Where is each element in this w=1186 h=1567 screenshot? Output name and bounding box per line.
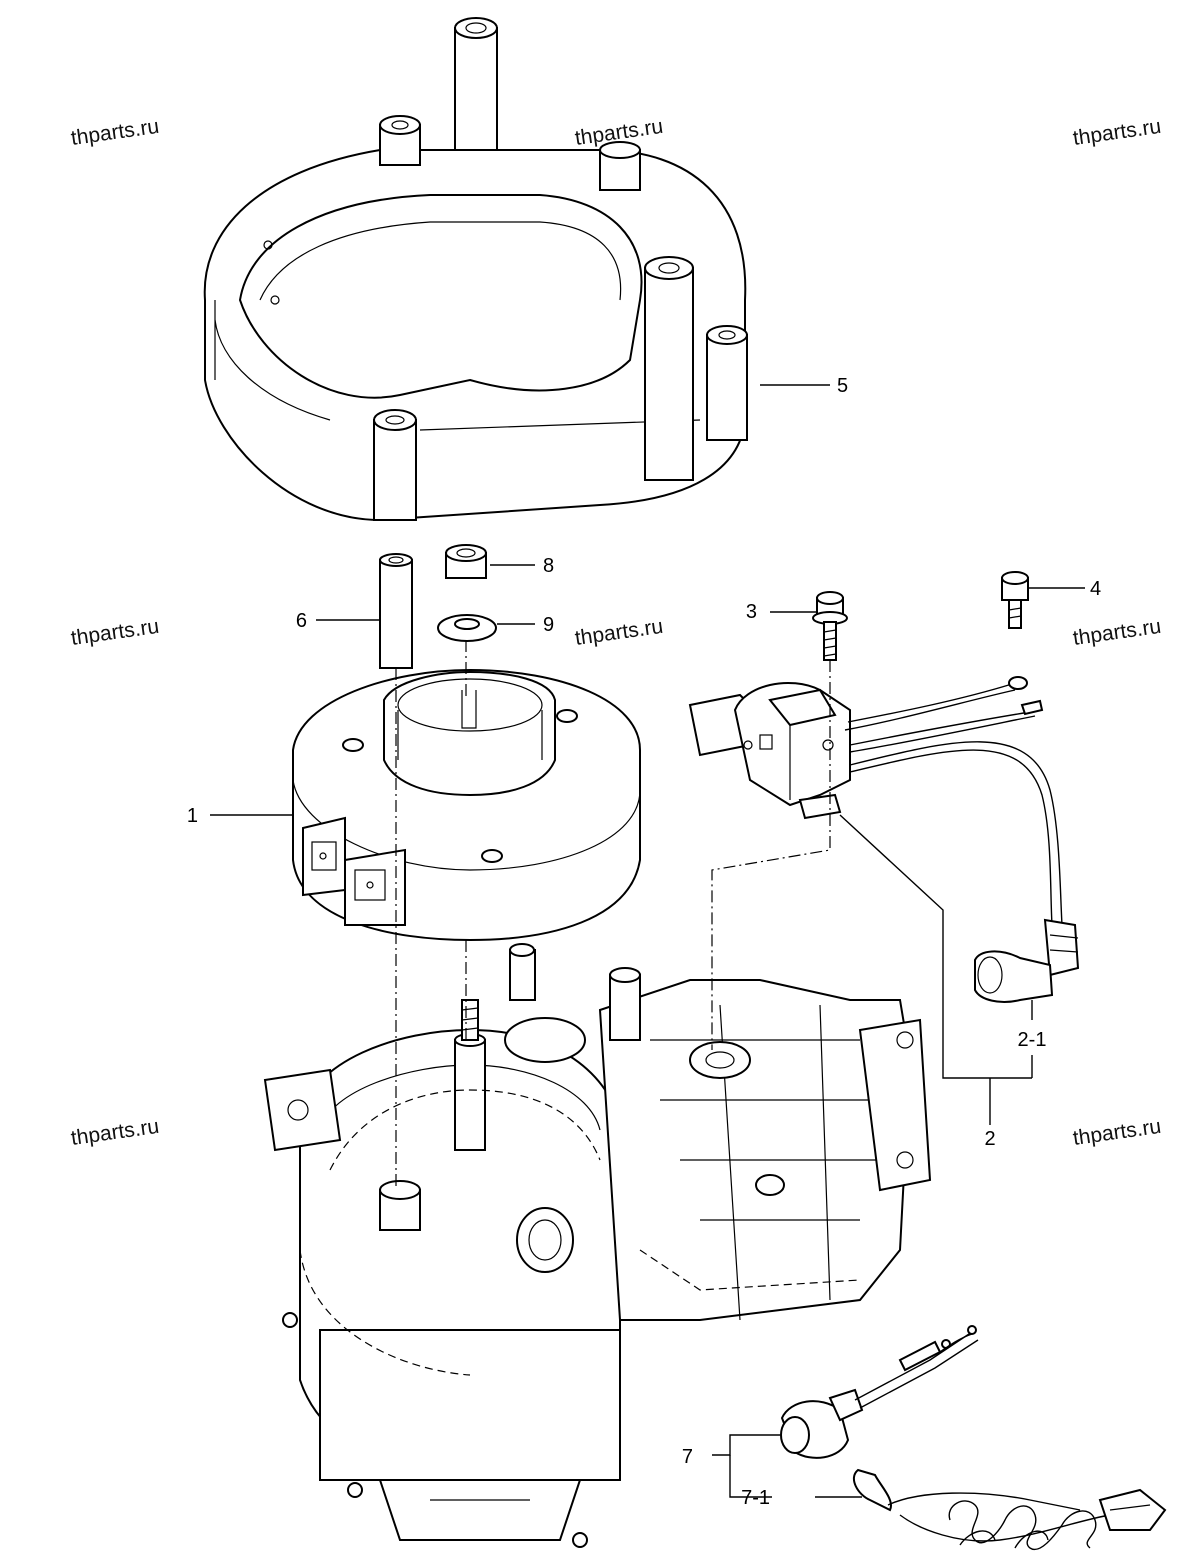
watermark: thparts.ru: [1071, 1115, 1162, 1150]
callout-3: 3: [746, 601, 757, 623]
engine-block: [263, 943, 932, 1548]
callout-4: 4: [1090, 578, 1101, 600]
part-8-nut: [445, 544, 487, 579]
callout-labels: 1 2 2-1 3 4 5 6 7 7-1 8 9: [187, 375, 1101, 1509]
watermark: thparts.ru: [69, 615, 160, 650]
watermark: thparts.ru: [69, 1115, 160, 1150]
part-1-stator: [292, 668, 641, 942]
watermark: thparts.ru: [69, 115, 160, 150]
callout-9: 9: [543, 614, 554, 636]
watermark: thparts.ru: [1071, 115, 1162, 150]
part-7-1-lanyard: [852, 1468, 1167, 1551]
watermark: thparts.ru: [573, 615, 664, 650]
callout-5: 5: [837, 375, 848, 397]
callout-2-1: 2-1: [1018, 1029, 1047, 1051]
part-9-washer: [437, 614, 497, 642]
leader-lines: [210, 384, 1085, 1498]
part-2-ignition-coil: [688, 676, 1080, 1003]
assembly-center-lines: [395, 640, 831, 1190]
part-6-collar: [379, 553, 413, 669]
part-4-screw: [1001, 571, 1029, 629]
watermark: thparts.ru: [1071, 615, 1162, 650]
callout-7-1: 7-1: [741, 1487, 770, 1509]
callout-6: 6: [296, 610, 307, 632]
callout-1: 1: [187, 805, 198, 827]
part-3-bolt: [812, 591, 848, 661]
callout-8: 8: [543, 555, 554, 577]
callout-2: 2: [984, 1128, 995, 1150]
part-7-stop-switch: [780, 1325, 979, 1459]
part-5-cover-base: [203, 17, 748, 522]
callout-7: 7: [682, 1446, 693, 1468]
